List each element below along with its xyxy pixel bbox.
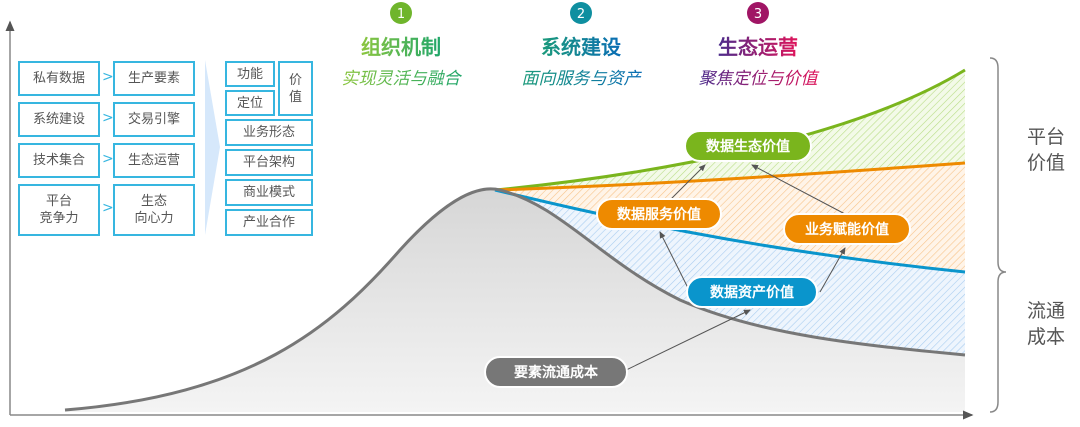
svg-text:2: 2	[577, 7, 585, 22]
box-private-data: 私有数据	[18, 61, 100, 96]
connector-arrows	[619, 164, 846, 374]
svg-text:数据服务价值: 数据服务价值	[617, 206, 701, 223]
arrow-right-icon: >	[102, 151, 114, 167]
svg-text:实现灵活与融合: 实现灵活与融合	[342, 69, 463, 89]
box-position: 定位	[225, 90, 275, 116]
box-production-factor: 生产要素	[113, 61, 195, 96]
svg-text:生态运营: 生态运营	[718, 35, 798, 59]
chevron-right-icon	[205, 60, 220, 235]
stage-2: 2 系统建设 面向服务与资产	[522, 2, 643, 89]
box-platform-competitiveness: 平台 竞争力	[18, 184, 100, 236]
label-circulation-cost: 流通 成本	[1026, 300, 1065, 348]
svg-text:1: 1	[397, 7, 405, 22]
arrow-right-icon: >	[102, 200, 114, 216]
stage-3: 3 生态运营 聚焦定位与价值	[699, 2, 820, 89]
svg-text:组织机制: 组织机制	[361, 35, 441, 59]
right-bracket	[989, 57, 1007, 413]
blue-curve	[494, 188, 966, 274]
orange-curve	[494, 161, 966, 192]
svg-text:业务赋能价值: 业务赋能价值	[805, 221, 889, 238]
pill-business-enable-value: 业务赋能价值	[783, 213, 911, 245]
box-business-model: 商业模式	[225, 179, 313, 206]
svg-text:要素流通成本: 要素流通成本	[514, 364, 599, 381]
cost-area-blue	[495, 190, 965, 355]
box-trade-engine: 交易引擎	[113, 102, 195, 137]
pill-factor-circulation-cost: 要素流通成本	[484, 356, 628, 388]
box-eco-cohesion: 生态 向心力	[113, 184, 195, 236]
box-industry-coop: 产业合作	[225, 209, 313, 236]
box-function: 功能	[225, 61, 275, 87]
pill-data-service-value: 数据服务价值	[596, 198, 722, 230]
svg-text:面向服务与资产: 面向服务与资产	[522, 69, 643, 89]
svg-text:数据资产价值: 数据资产价值	[710, 284, 794, 301]
arrow-right-icon: >	[102, 110, 114, 126]
pill-data-asset-value: 数据资产价值	[686, 276, 818, 308]
box-eco-ops: 生态运营	[113, 143, 195, 178]
svg-text:聚焦定位与价值: 聚焦定位与价值	[699, 69, 820, 89]
stage-1: 1 组织机制 实现灵活与融合	[342, 2, 463, 89]
box-system-build: 系统建设	[18, 102, 100, 137]
cost-area-gray	[65, 188, 965, 412]
svg-text:系统建设: 系统建设	[541, 35, 621, 59]
gray-curve	[64, 187, 966, 412]
box-value: 价 值	[278, 61, 313, 116]
svg-text:3: 3	[754, 7, 762, 22]
pill-data-eco-value: 数据生态价值	[684, 130, 812, 162]
box-business-form: 业务形态	[225, 119, 313, 146]
platform-value-area-green	[495, 70, 965, 190]
box-tech-set: 技术集合	[18, 143, 100, 178]
arrow-right-icon: >	[102, 69, 114, 85]
label-platform-value: 平台 价值	[1026, 126, 1065, 174]
svg-text:数据生态价值: 数据生态价值	[706, 138, 790, 155]
box-platform-arch: 平台架构	[225, 149, 313, 176]
